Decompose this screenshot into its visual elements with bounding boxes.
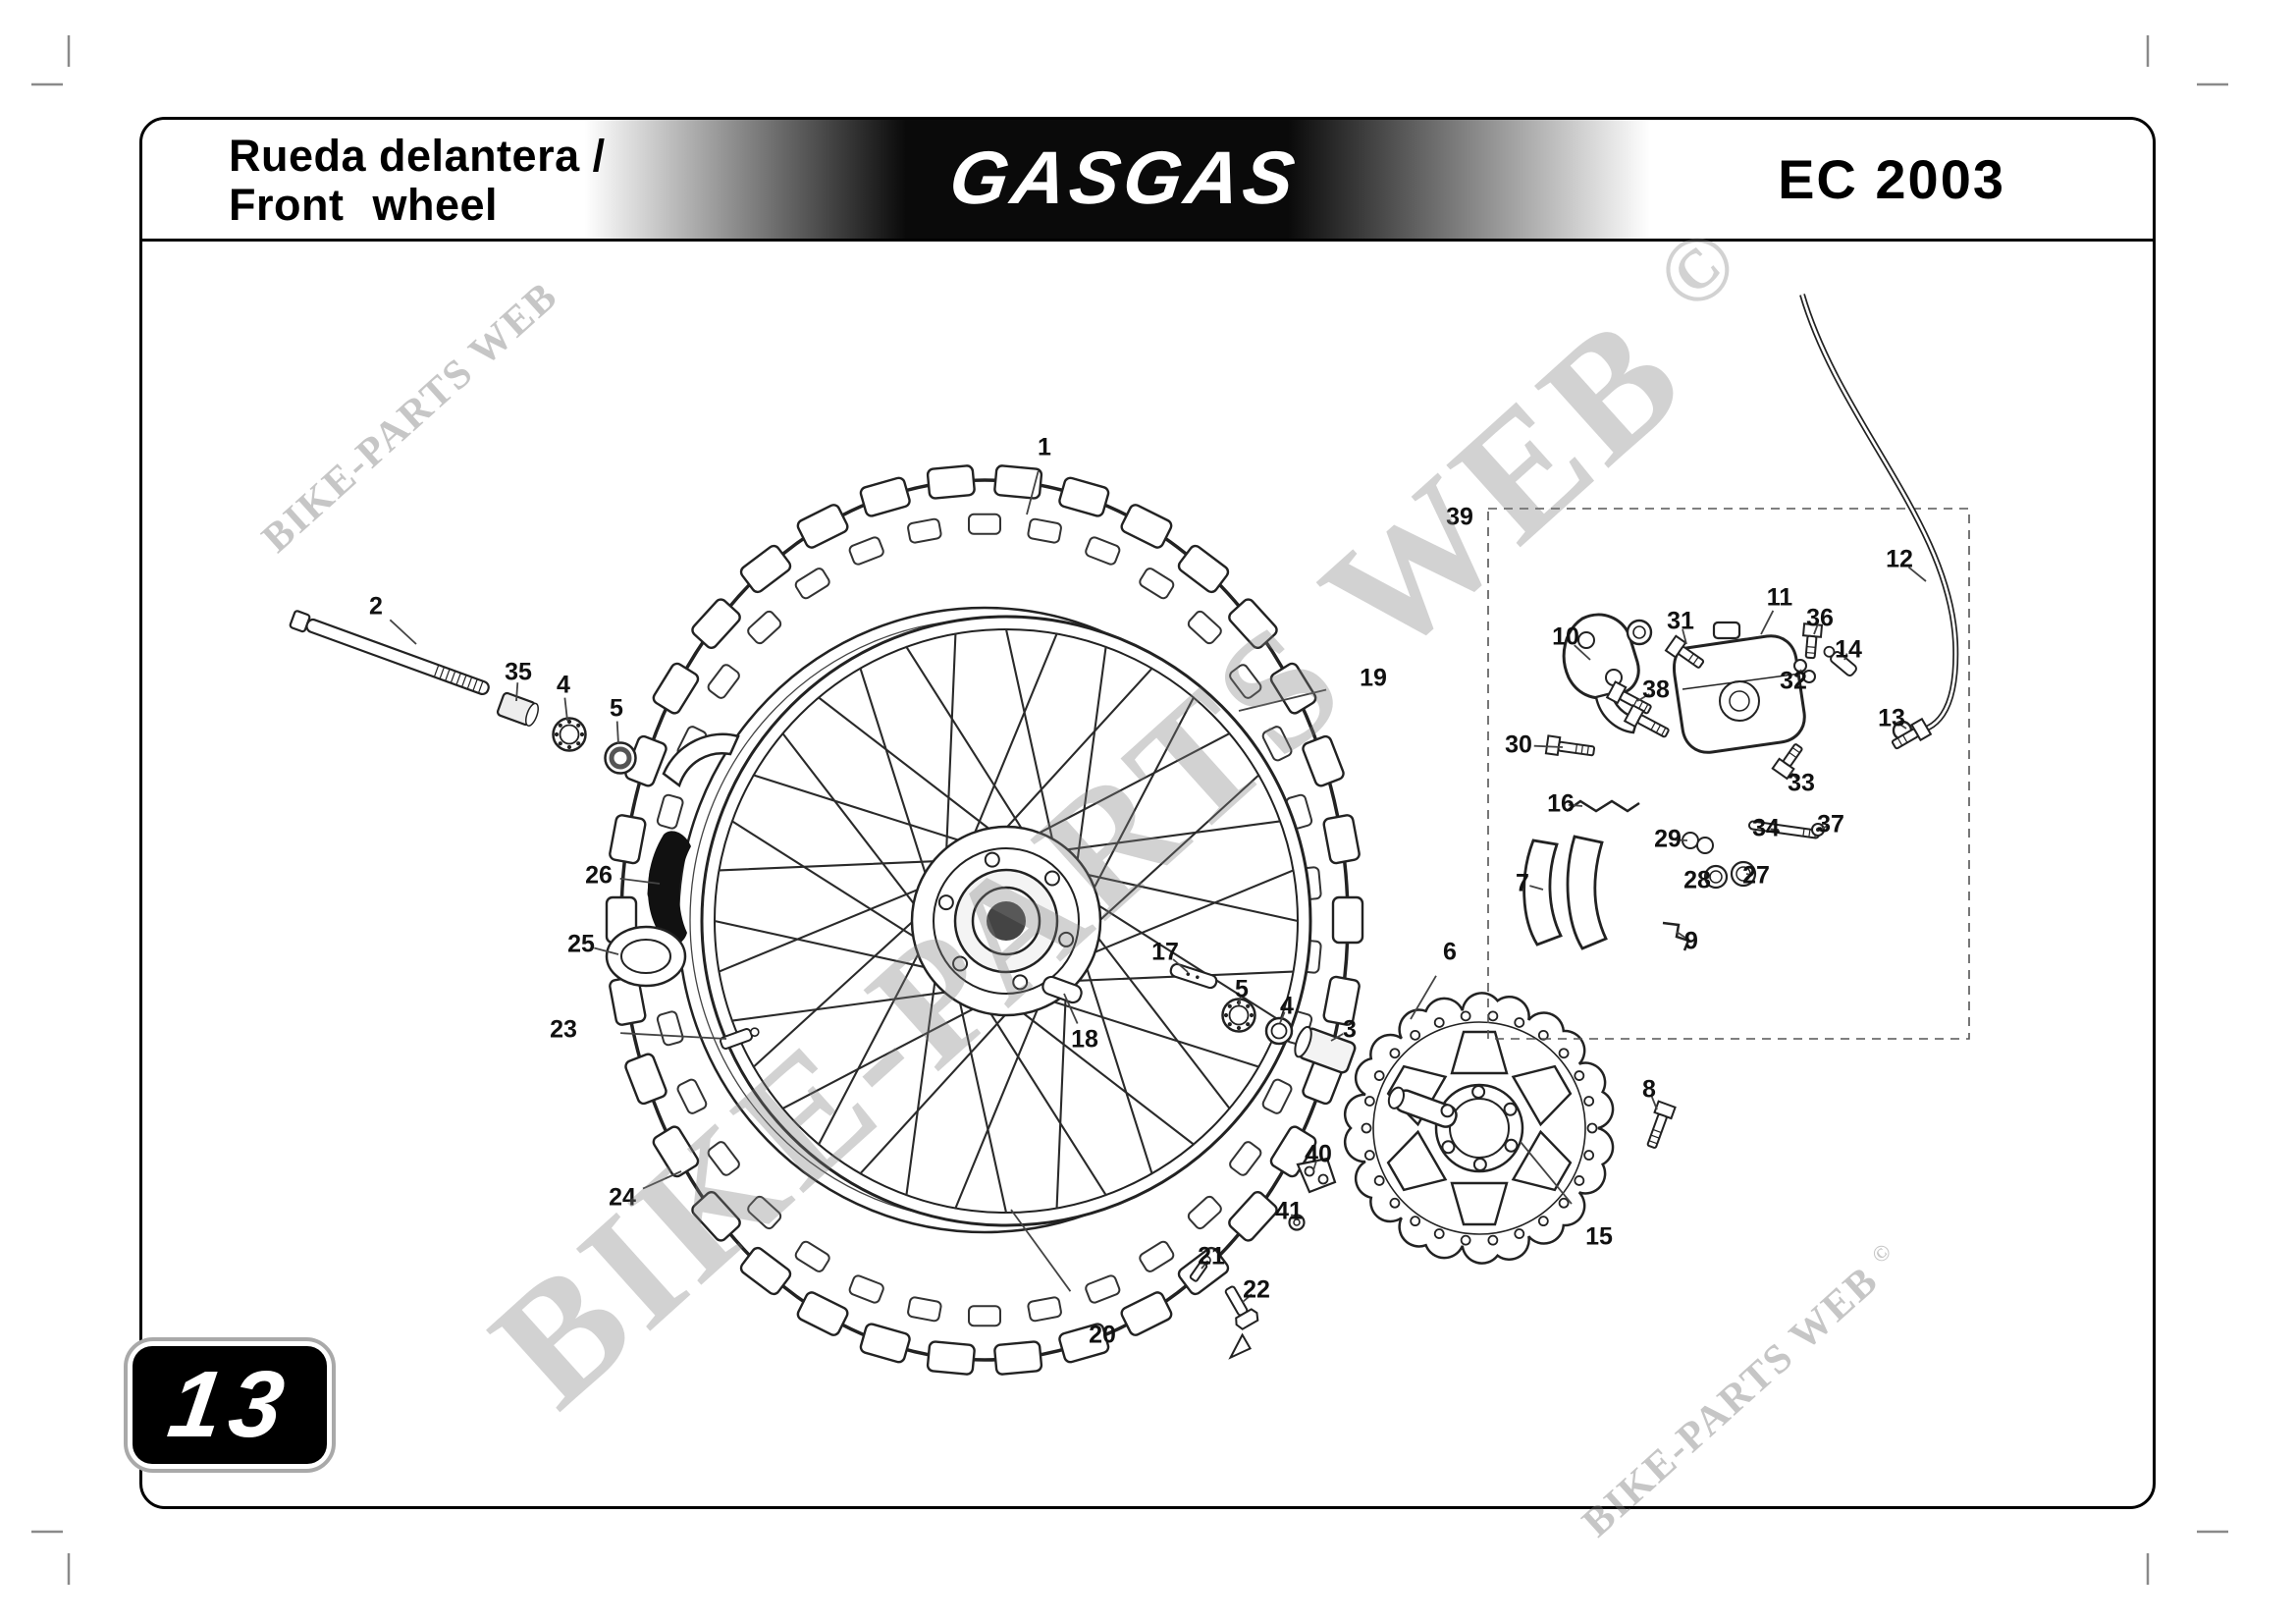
title-english: Front wheel (229, 179, 499, 230)
header: Rueda delantera / Front wheel GASGAS EC … (142, 120, 2153, 242)
page-title: Rueda delantera / Front wheel (229, 132, 606, 229)
title-spanish: Rueda delantera / (229, 131, 606, 181)
page-number-outline: 13 (124, 1337, 336, 1473)
page-frame: Rueda delantera / Front wheel GASGAS EC … (139, 117, 2156, 1509)
page-number-box: 13 (124, 1337, 336, 1473)
page-number-inner: 13 (133, 1346, 327, 1464)
page-number: 13 (162, 1352, 297, 1457)
model-code: EC 2003 (1778, 148, 2005, 210)
brand-logo: GASGAS (944, 136, 1304, 220)
